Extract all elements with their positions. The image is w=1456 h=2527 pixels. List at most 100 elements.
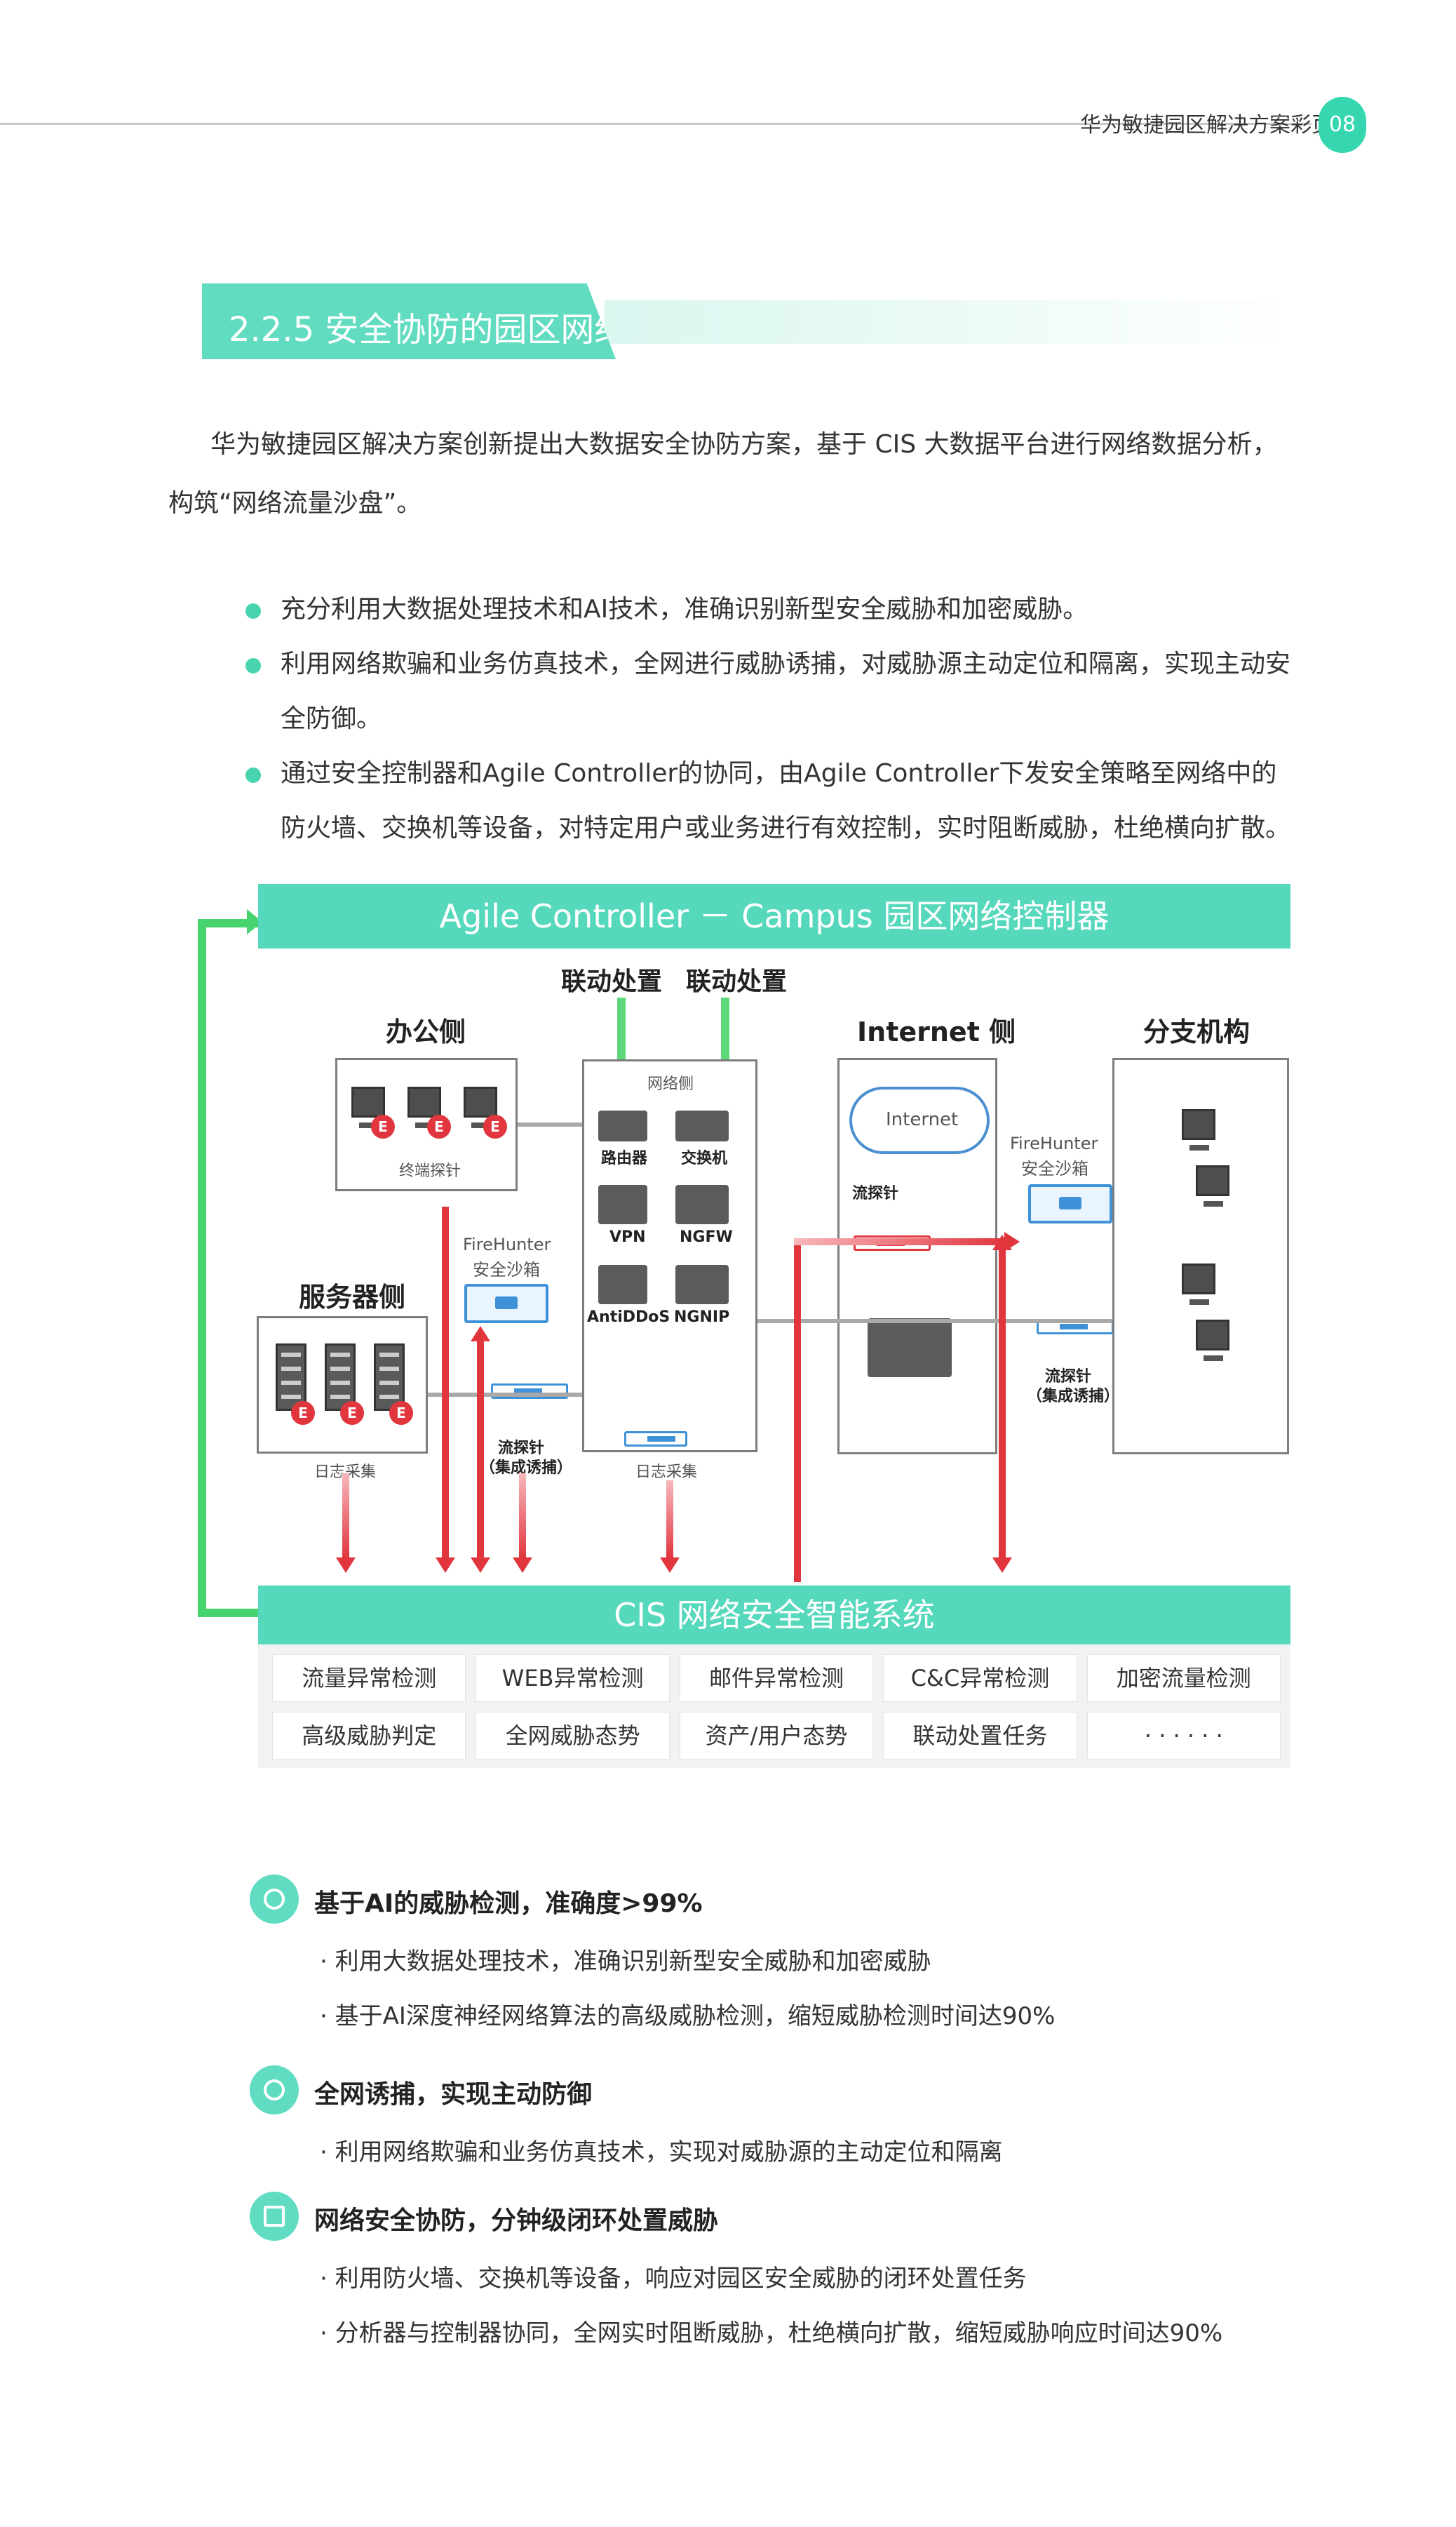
bullet-dot-icon [245, 658, 261, 673]
server-box: E E E [257, 1316, 428, 1454]
vpn-lock-icon [598, 1185, 647, 1224]
internet-side-label: Internet 侧 [857, 1017, 1016, 1047]
server-rack-icon [325, 1343, 356, 1411]
pc-icon [1196, 1165, 1229, 1207]
network-log-flow [666, 1480, 673, 1557]
branch-flow-probe-note: （集成诱捕） [1027, 1388, 1120, 1405]
feature-line: · 分析器与控制器协同，全网实时阻断威胁，杜绝横向扩散，缩短威胁响应时间达90% [320, 2319, 1223, 2347]
pc-icon [407, 1087, 441, 1128]
flow-arrow-down-icon [513, 1557, 532, 1573]
bullet-dot-icon [245, 768, 261, 783]
flow-arrow-down-icon [660, 1557, 680, 1573]
section-title-banner: 2.2.5 安全协防的园区网络 [202, 283, 616, 359]
pc-icon [1182, 1264, 1215, 1305]
flow-arrow-down-icon [471, 1557, 490, 1573]
header-rule [0, 123, 1312, 125]
ngfw-flame-icon [675, 1185, 729, 1224]
office-side-label: 办公侧 [386, 1017, 466, 1047]
flow-arrow-down-icon [436, 1557, 455, 1573]
pc-icon [1196, 1320, 1229, 1361]
log-collector-device-icon [624, 1431, 687, 1447]
flow-arrow-down-icon [336, 1557, 356, 1573]
detection-cell: 加密流量检测 [1086, 1654, 1281, 1702]
feature-line: · 利用大数据处理技术，准确识别新型安全威胁和加密威胁 [320, 1948, 931, 1976]
detection-cell: 全网威胁态势 [476, 1712, 670, 1759]
cis-system-bar: CIS 网络安全智能系统 [258, 1586, 1290, 1644]
internet-box: Internet 流探针 [837, 1058, 997, 1454]
internet-server-icon [868, 1318, 952, 1377]
linkage-loop-line [198, 919, 261, 1617]
feature-line: · 基于AI深度神经网络算法的高级威胁检测，缩短威胁检测时间达90% [320, 2002, 1056, 2030]
agile-controller-bar: Agile Controller － Campus 园区网络控制器 [258, 884, 1290, 949]
server-side-label: 服务器侧 [299, 1282, 406, 1313]
server-rack-icon [276, 1343, 306, 1411]
branch-label: 分支机构 [1143, 1017, 1251, 1047]
network-side-label: 网络侧 [647, 1075, 694, 1093]
router-icon [598, 1111, 647, 1141]
detection-cell: C&C异常检测 [883, 1654, 1077, 1702]
pc-icon [464, 1087, 497, 1128]
detection-cell: · · · · · · [1086, 1712, 1281, 1759]
feature-title: 网络安全协防，分钟级闭环处置威胁 [314, 2206, 719, 2235]
feature-title: 基于AI的威胁检测，准确度>99% [314, 1889, 703, 1918]
vpn-label: VPN [609, 1228, 646, 1246]
server-flow-probe-label: 流探针 [498, 1440, 545, 1457]
router-label: 路由器 [601, 1150, 648, 1167]
branch-sandbox-flow [999, 1249, 1006, 1557]
switch-label: 交换机 [681, 1150, 728, 1167]
detection-cell: 资产/用户态势 [679, 1712, 874, 1759]
server-log-flow [342, 1473, 349, 1557]
firewall-icon [250, 2192, 299, 2241]
server-network-link [428, 1393, 582, 1397]
globe-trap-icon [250, 2065, 299, 2114]
feature-collaborative-defense: 网络安全协防，分钟级闭环处置威胁 · 利用防火墙、交换机等设备，响应对园区安全威… [250, 2192, 1337, 2347]
antiddos-icon [598, 1265, 647, 1304]
section-title: 2.2.5 安全协防的园区网络 [229, 310, 628, 349]
detection-cell: WEB异常检测 [476, 1654, 670, 1702]
firehunter-label-1: FireHunter [463, 1235, 551, 1254]
linkage-label-2: 联动处置 [686, 967, 788, 996]
office-endpoint-flow [442, 1207, 449, 1557]
internet-cloud-label: Internet [886, 1109, 959, 1130]
bullet-list: 充分利用大数据处理技术和AI技术，准确识别新型安全威胁和加密威胁。 利用网络欺骗… [245, 582, 1297, 856]
endpoint-badge-icon: E [427, 1115, 451, 1139]
internet-cloud-icon [849, 1087, 990, 1154]
bullet-dot-icon [245, 603, 261, 619]
sandbox-device-icon [464, 1284, 548, 1323]
firehunter-label-2: FireHunter [1010, 1134, 1098, 1153]
sandbox-label-1: 安全沙箱 [473, 1260, 540, 1280]
header-title: 华为敏捷园区解决方案彩页 [1080, 113, 1333, 138]
pc-icon [1182, 1109, 1215, 1151]
endpoint-badge-icon: E [483, 1115, 507, 1139]
ngfw-label: NGFW [680, 1228, 733, 1246]
branch-box [1112, 1058, 1289, 1454]
server-probe-flow [519, 1473, 526, 1557]
sandbox-device-icon [1028, 1184, 1112, 1224]
feature-line: · 利用网络欺骗和业务仿真技术，实现对威胁源的主动定位和隔离 [320, 2138, 1003, 2166]
detection-cell: 高级威胁判定 [272, 1712, 466, 1759]
endpoint-probe-label: 终端探针 [399, 1162, 461, 1180]
section-title-fade [605, 300, 1306, 344]
flow-arrow-down-icon [992, 1557, 1012, 1573]
detection-cell: 联动处置任务 [883, 1712, 1077, 1759]
security-architecture-diagram: Agile Controller － Campus 园区网络控制器 联动处置 联… [189, 884, 1290, 1824]
feature-title: 全网诱捕，实现主动防御 [314, 2080, 593, 2109]
intro-paragraph: 华为敏捷园区解决方案创新提出大数据安全协防方案，基于 CIS 大数据平台进行网络… [168, 430, 1278, 518]
flow-arrow-up-icon [471, 1326, 490, 1341]
network-box: 网络侧 路由器 交换机 VPN NGFW AntiDDoS NGNIP [582, 1059, 757, 1452]
network-log-collect-label: 日志采集 [635, 1463, 698, 1481]
detection-cell: 流量异常检测 [272, 1654, 466, 1702]
feature-line: · 利用防火墙、交换机等设备，响应对园区安全威胁的闭环处置任务 [320, 2265, 1027, 2293]
sandbox-flow [477, 1340, 484, 1564]
office-box: E E E 终端探针 [335, 1058, 518, 1191]
ai-brain-icon [250, 1875, 299, 1924]
list-item: 利用网络欺骗和业务仿真技术，全网进行威胁诱捕，对威胁源主动定位和隔离，实现主动安… [245, 637, 1297, 746]
office-network-link [518, 1122, 582, 1127]
switch-icon [675, 1111, 729, 1141]
page-number: 08 [1319, 97, 1366, 153]
internet-to-sandbox-flow [794, 1238, 1004, 1245]
ngnip-shield-icon [675, 1265, 729, 1304]
feature-network-trap: 全网诱捕，实现主动防御 · 利用网络欺骗和业务仿真技术，实现对威胁源的主动定位和… [250, 2065, 1337, 2166]
detection-grid: 流量异常检测 WEB异常检测 邮件异常检测 C&C异常检测 加密流量检测 高级威… [258, 1644, 1290, 1768]
sandbox-label-2: 安全沙箱 [1021, 1159, 1088, 1179]
